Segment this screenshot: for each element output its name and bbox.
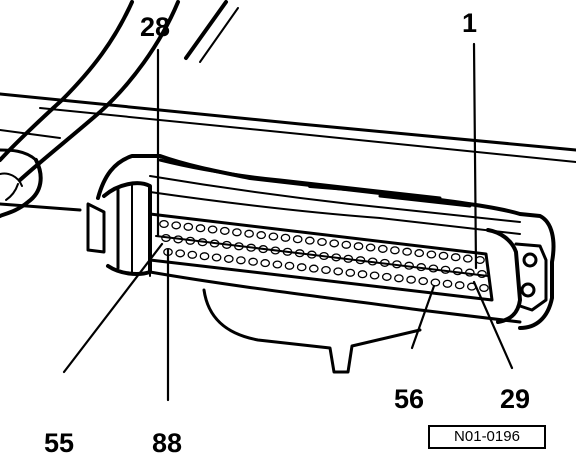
pin-hole [187, 250, 198, 259]
pin-hole [454, 281, 465, 290]
pin-hole [479, 283, 489, 293]
pin-label-55: 55 [44, 428, 75, 458]
figure-reference-code: N01-0196 [428, 425, 546, 449]
pin-hole [369, 271, 380, 280]
pin-hole [430, 278, 441, 287]
pin-hole [406, 275, 416, 284]
pin-hole [296, 263, 307, 272]
pin-hole [185, 236, 196, 245]
pin-hole [450, 253, 461, 262]
pin-hole [246, 243, 256, 252]
pin-hole [294, 249, 305, 258]
right-end-cap [486, 228, 522, 324]
pin-hole [232, 228, 242, 237]
pin-hole [477, 269, 487, 279]
pin-hole [197, 238, 208, 247]
pin-hole [207, 225, 218, 234]
pin-hole [377, 244, 388, 253]
pin-hole [357, 270, 368, 279]
pin-hole [414, 249, 425, 258]
pin-hole [244, 229, 254, 238]
pin-hole [195, 224, 206, 233]
pin-hole [280, 233, 291, 242]
pin-hole [331, 253, 342, 262]
pin-hole [173, 235, 184, 244]
pin-hole [343, 254, 354, 263]
pin-hole [365, 243, 376, 252]
pin-hole [402, 247, 412, 256]
leader-line-55 [62, 242, 164, 374]
pin-hole [304, 236, 315, 245]
mounting-bracket [202, 288, 422, 374]
pin-hole [390, 246, 400, 255]
pin-hole [353, 242, 364, 251]
pin-hole [223, 254, 234, 263]
leader-line-1 [472, 42, 478, 270]
pin-hole [462, 254, 473, 263]
pin-hole [440, 265, 451, 274]
pin-hole [404, 261, 414, 270]
pin-hole [308, 264, 319, 273]
leader-line-56 [410, 284, 436, 350]
pin-hole [219, 226, 230, 235]
body-panel [0, 92, 576, 152]
pin-hole [367, 257, 378, 266]
pin-hole [209, 239, 220, 248]
pin-hole [221, 240, 232, 249]
pin-field-frame [148, 212, 494, 302]
wiring-harness [0, 0, 134, 162]
pin-hole [159, 219, 169, 229]
pin-hole [345, 268, 356, 277]
pin-hole [355, 256, 366, 265]
pin-label-88: 88 [152, 428, 183, 458]
pin-hole [442, 279, 453, 288]
pin-hole [426, 250, 437, 259]
pin-hole [236, 256, 246, 265]
pin-hole [199, 252, 210, 261]
pin-hole [211, 253, 222, 262]
pin-hole [475, 255, 485, 265]
pin-hole [438, 251, 449, 260]
pin-hole [258, 245, 269, 254]
pin-hole [268, 232, 279, 241]
pin-hole [392, 260, 402, 269]
pin-label-1: 1 [462, 8, 478, 38]
pin-hole [292, 235, 303, 244]
pin-hole [317, 237, 327, 247]
pin-hole [306, 250, 317, 259]
pin-hole [234, 242, 244, 251]
pin-hole [256, 231, 267, 240]
pin-hole [416, 263, 427, 272]
pin-hole [381, 272, 392, 281]
pin-label-56: 56 [394, 384, 425, 414]
pin-hole [272, 260, 283, 269]
pin-hole [282, 247, 293, 256]
pin-hole [379, 258, 390, 267]
pin-hole [428, 264, 439, 273]
pin-hole [260, 259, 271, 268]
pin-hole [464, 268, 475, 277]
pin-hole [341, 240, 352, 249]
pin-hole [418, 277, 429, 286]
pin-hole [284, 261, 295, 270]
locking-latch [86, 202, 106, 254]
pin-label-28: 28 [140, 12, 171, 42]
top-cable-stub [184, 0, 228, 60]
pin-hole [175, 249, 186, 258]
pin-hole [248, 257, 258, 266]
pin-hole [329, 239, 340, 248]
pin-label-29: 29 [500, 384, 531, 414]
pin-hole [171, 221, 182, 230]
pin-hole [270, 246, 281, 255]
pin-hole [319, 251, 329, 261]
pin-hole [333, 267, 344, 276]
leader-line-29 [472, 280, 514, 370]
pin-hole [394, 274, 404, 283]
pin-hole [321, 265, 331, 275]
pin-hole [452, 267, 463, 276]
pin-hole [183, 222, 194, 231]
pin-hole [161, 233, 171, 243]
